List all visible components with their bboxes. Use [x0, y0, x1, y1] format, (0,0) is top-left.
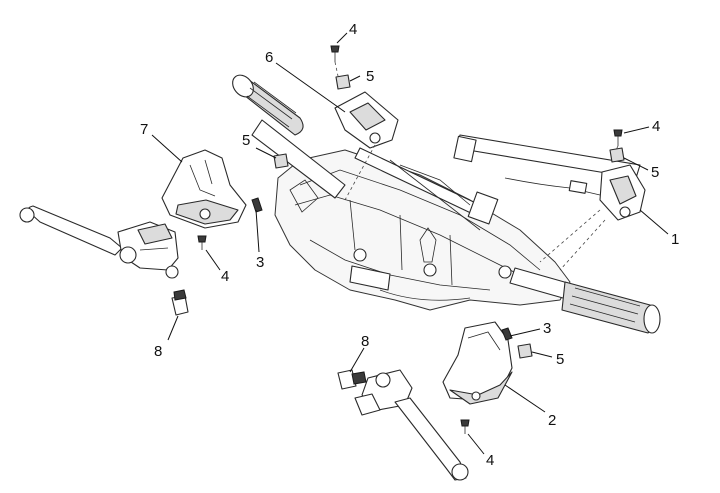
callout-7: 7: [140, 121, 148, 138]
callout-5: 5: [242, 132, 250, 149]
callout-5: 5: [366, 68, 374, 85]
callout-1: 1: [671, 231, 679, 248]
callout-3: 3: [543, 320, 551, 337]
handlebar-frame: [274, 149, 571, 311]
left-handlebar-grip: [232, 74, 346, 199]
callout-8: 8: [361, 333, 369, 350]
callout-4: 4: [221, 268, 229, 285]
callout-3: 3: [256, 254, 264, 271]
left-switch-assembly: [334, 91, 499, 231]
right-brake-switch: [337, 369, 367, 390]
callout-5: 5: [651, 164, 659, 181]
callout-4: 4: [349, 21, 357, 38]
alignment-lines: [334, 61, 619, 271]
hardware-items: [197, 45, 625, 434]
left-brake-switch: [171, 289, 189, 316]
left-brake-lever: [19, 205, 179, 279]
right-cover-part-2: [442, 321, 513, 405]
callout-labels: 4 6 5 7 5 3 4 8 4 5 1 3 5 8 2 4: [140, 21, 679, 469]
leader-lines: [151, 32, 669, 455]
callout-4: 4: [652, 118, 660, 135]
callout-6: 6: [265, 49, 273, 66]
callout-2: 2: [548, 412, 556, 429]
callout-4: 4: [486, 452, 494, 469]
callout-8: 8: [154, 343, 162, 360]
right-brake-lever: [354, 369, 469, 481]
callout-5: 5: [556, 351, 564, 368]
left-cover-part-7: [161, 149, 247, 229]
right-switch-assembly: [453, 134, 646, 221]
right-handlebar-grip: [509, 267, 661, 334]
